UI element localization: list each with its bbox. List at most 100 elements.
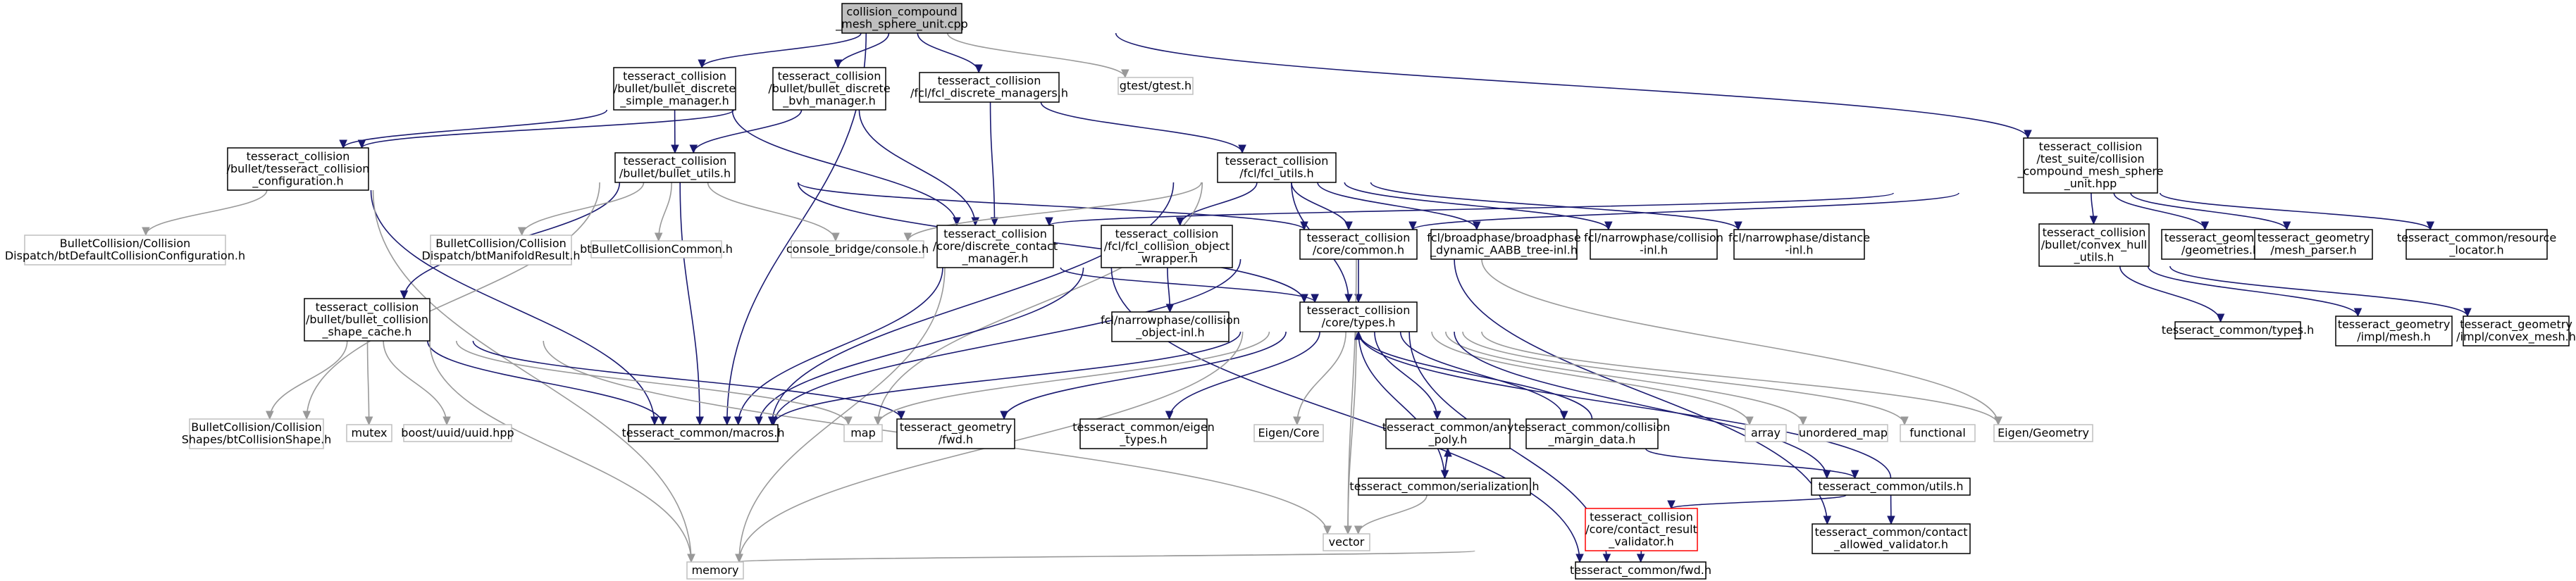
node-box (1812, 523, 1971, 554)
edge-cmargin-to-utils (1645, 448, 1856, 479)
node-memory: memory (686, 561, 744, 580)
arrowhead-fclu-to-fcow (1175, 217, 1184, 227)
arrowhead-root-to-tsuite (2024, 130, 2032, 139)
arrowhead-bbu-to-btmr (517, 227, 526, 237)
node-box (936, 225, 1054, 268)
node-bsm[interactable]: tesseract_collision/bullet/bullet_discre… (613, 67, 736, 111)
edge-dcm-to-memory (738, 267, 946, 563)
arrowhead-ctypes-to-eigent (1165, 411, 1174, 420)
arrowhead-fclu-to-ctypes (1344, 294, 1353, 304)
node-bbvh[interactable]: tesseract_collision/bullet/bullet_discre… (768, 67, 891, 111)
node-box (1798, 424, 1888, 442)
node-bbu[interactable]: tesseract_collision/bullet/bullet_utils.… (614, 152, 736, 183)
node-tcfwd[interactable]: tesseract_common/fwd.h (1570, 561, 1711, 580)
node-tgfwd[interactable]: tesseract_geometry/fwd.h (896, 418, 1015, 449)
node-label-line: /core/discrete_contact (933, 239, 1058, 254)
node-utils[interactable]: tesseract_common/utils.h (1811, 477, 1971, 496)
node-crv[interactable]: tesseract_collision/core/contact_result_… (1585, 508, 1698, 551)
node-anypoly[interactable]: tesseract_common/any_poly.h (1382, 418, 1514, 449)
node-label-line: tesseract_common/eigen (1072, 420, 1215, 435)
node-serial[interactable]: tesseract_common/serialization.h (1349, 477, 1540, 496)
node-label-line: _poly.h (1428, 433, 1468, 447)
edge-root-to-tsuite (1115, 32, 2029, 139)
edge-utils-to-crv (1671, 494, 1847, 509)
node-label-line: console_bridge/console.h (786, 242, 929, 256)
node-mutex: mutex (346, 424, 392, 442)
node-cmargin[interactable]: tesseract_common/collision_margin_data.h (1514, 418, 1671, 449)
node-label-line: memory (692, 563, 739, 577)
node-box (896, 418, 1015, 449)
node-box (2023, 137, 2158, 194)
node-box (1111, 311, 1230, 342)
node-fclnc[interactable]: fcl/narrowphase/collision-inl.h (1584, 229, 1723, 260)
node-fdm[interactable]: tesseract_collision/fcl/fcl_discrete_man… (910, 72, 1068, 103)
node-macros[interactable]: tesseract_common/macros.h (622, 424, 785, 442)
node-ctypes[interactable]: tesseract_collision/core/types.h (1299, 301, 1418, 332)
arrowhead-bcsc-to-tgfwd (897, 411, 905, 420)
edge-ctypes-to-utils (1454, 331, 1828, 479)
node-label-line: tesseract_collision (1307, 304, 1411, 318)
node-fclnd[interactable]: fcl/narrowphase/distance-inl.h (1728, 229, 1870, 260)
node-box (1993, 424, 2093, 442)
node-tsuite[interactable]: tesseract_collision/test_suite/collision… (2017, 137, 2164, 194)
node-label-line: tesseract_common/serialization.h (1349, 480, 1539, 494)
edge-cmargin-to-ctypes (1358, 331, 1593, 420)
node-label-line: tesseract_common/collision (1514, 420, 1671, 435)
node-eiggeo: Eigen/Geometry (1993, 424, 2093, 442)
node-array: array (1745, 424, 1787, 442)
node-uuid: boost/uuid/uuid.hpp (401, 424, 514, 442)
node-dcm[interactable]: tesseract_collision/core/discrete_contac… (933, 225, 1058, 268)
node-root[interactable]: collision_compound_mesh_sphere_unit.cpp (835, 3, 968, 34)
arrowhead-ctypes-to-tgfwd (1000, 411, 1008, 420)
arrowhead-tsuite-to-tgmp (2282, 221, 2291, 231)
node-fclbb[interactable]: fcl/broadphase/broadphase_dynamic_AABB_t… (1427, 229, 1581, 260)
edge-tsuite-to-dcm (1048, 192, 1894, 226)
edge-bcsc-to-macros (427, 340, 664, 425)
node-eigent[interactable]: tesseract_common/eigen_types.h (1072, 418, 1215, 449)
node-fclnci[interactable]: fcl/narrowphase/collision_object-inl.h (1101, 311, 1240, 342)
node-tgmesh[interactable]: tesseract_geometry/impl/mesh.h (2335, 316, 2453, 346)
node-label-line: tesseract_common/types.h (2162, 323, 2314, 337)
node-eigcore: Eigen/Core (1253, 424, 1324, 442)
node-label-line: fcl/broadphase/broadphase (1427, 231, 1580, 244)
node-box (1590, 229, 1718, 260)
node-fcow[interactable]: tesseract_collision/fcl/fcl_collision_ob… (1101, 225, 1233, 268)
node-box (1253, 424, 1324, 442)
node-cav[interactable]: tesseract_common/contact_allowed_validat… (1812, 523, 1971, 554)
node-box (2174, 321, 2301, 339)
node-label-line: _mesh_sphere_unit.cpp (835, 18, 968, 32)
node-tcc[interactable]: tesseract_collision/bullet/tesseract_col… (227, 147, 370, 191)
node-ccommon[interactable]: tesseract_collision/core/common.h (1299, 229, 1418, 260)
edge-tcc-to-macros (370, 189, 655, 425)
edge-ctypes-to-eigent (1168, 331, 1320, 420)
node-label-line: tesseract_collision (943, 227, 1047, 241)
arrowhead-tsuite-to-ccommon (1408, 221, 1417, 231)
node-box (1900, 424, 1976, 442)
node-label-line: _dynamic_AABB_tree-inl.h (1430, 244, 1578, 258)
edge-fclu-to-ccommon (1291, 182, 1349, 230)
node-label-line: btBulletCollisionCommon.h (580, 242, 733, 256)
arrowhead-bbu-to-bcsh (302, 411, 311, 420)
arrowhead-tcc-to-macros (650, 416, 659, 426)
arrowhead-crv-to-memory (735, 554, 743, 563)
node-label-line: /fcl/fcl_discrete_managers.h (910, 87, 1068, 101)
node-label-line: tesseract_collision (624, 154, 727, 168)
node-fclu[interactable]: tesseract_collision/fcl/fcl_utils.h (1217, 152, 1337, 183)
node-tgmp[interactable]: tesseract_geometry/mesh_parser.h (2254, 229, 2373, 260)
node-tctypes[interactable]: tesseract_common/types.h (2162, 321, 2314, 339)
edge-bcsc-to-mutex (366, 340, 370, 425)
arrowhead-ctypes-to-macros (769, 416, 778, 426)
node-label-line: _bvh_manager.h (782, 94, 875, 108)
node-tcrl[interactable]: tesseract_common/resource_locator.h (2397, 229, 2556, 260)
node-bcvx[interactable]: tesseract_collision/bullet/convex_hull_u… (2038, 223, 2150, 267)
arrowhead-bsm-to-bbu (671, 144, 679, 154)
arrowhead-bcsc-to-macros (658, 416, 667, 426)
node-bcsc[interactable]: tesseract_collision/bullet/bullet_collis… (304, 298, 431, 342)
node-label-line: /impl/mesh.h (2357, 330, 2431, 344)
node-tgcvx[interactable]: tesseract_geometry/impl/convex_mesh.h (2456, 316, 2576, 346)
edge-tcc-to-bdcc (145, 189, 268, 236)
edge-ccommon-to-cav (1454, 258, 1828, 525)
arrowhead-utils-to-crv (1667, 500, 1676, 510)
arrowhead-utils-to-ctypes (1354, 330, 1363, 340)
node-label-line: Dispatch/btDefaultCollisionConfiguration… (5, 249, 245, 263)
